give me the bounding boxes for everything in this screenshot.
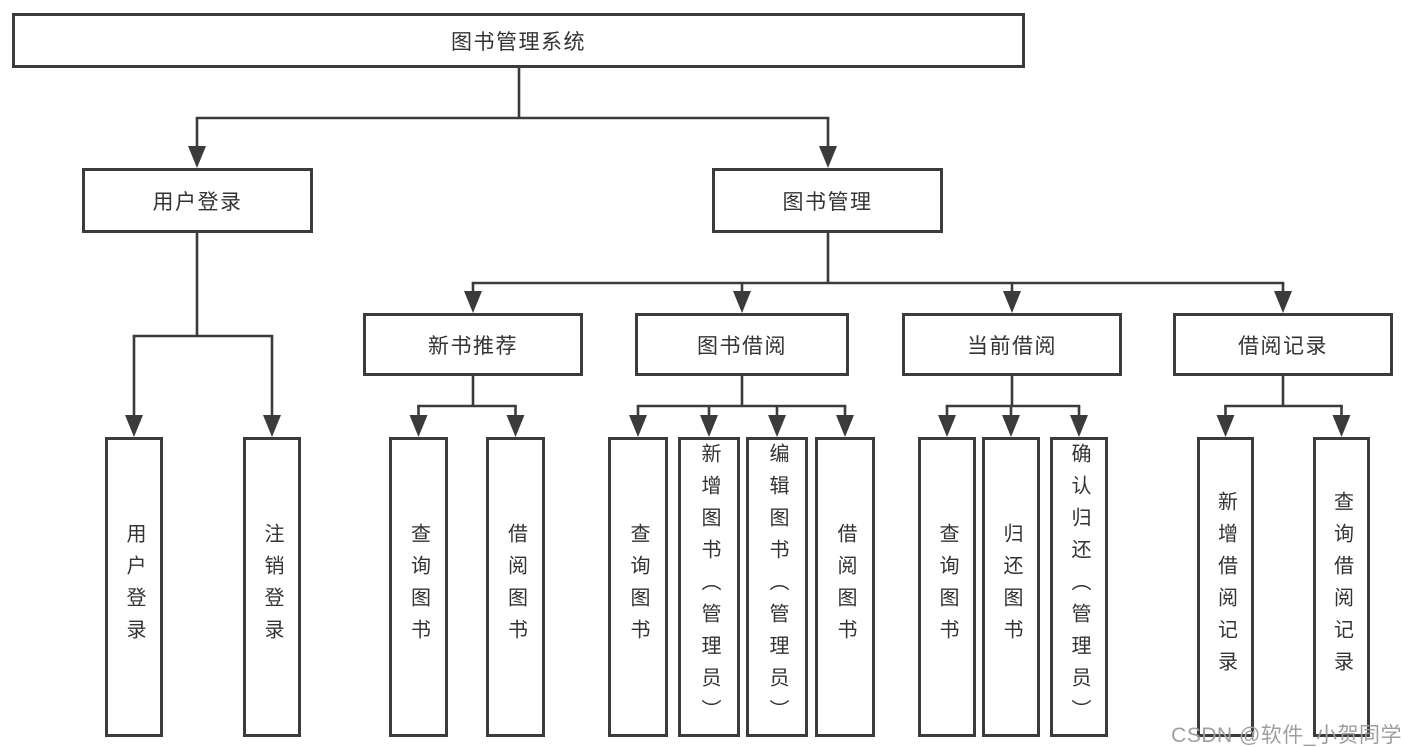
node-root-label: 图书管理系统	[451, 30, 586, 54]
leaf-borrow-query-books-label: 查询图书	[627, 523, 649, 651]
node-book-management-label: 图书管理	[782, 190, 873, 214]
connector-new-book-recommend-branch	[409, 376, 525, 437]
connector-book-borrow-branch	[629, 376, 854, 437]
node-current-borrow-label: 当前借阅	[967, 334, 1057, 358]
node-new-book-recommend-label: 新书推荐	[428, 334, 518, 358]
leaf-current-query-books: 查询图书	[918, 437, 976, 737]
leaf-borrow-edit-books-admin: 编辑图书（管理员）	[746, 437, 808, 737]
leaf-borrow-borrow-books: 借阅图书	[815, 437, 875, 737]
leaf-current-confirm-return-admin-label: 确认归还（管理员）	[1068, 443, 1090, 731]
leaf-logout: 注销登录	[243, 437, 301, 737]
leaf-borrow-add-books-admin-label: 新增图书（管理员）	[698, 443, 720, 731]
node-borrow-records: 借阅记录	[1173, 313, 1393, 376]
leaf-current-return-books: 归还图书	[982, 437, 1040, 737]
node-borrow-records-label: 借阅记录	[1238, 334, 1328, 358]
leaf-user-login: 用户登录	[105, 437, 163, 737]
leaf-user-login-label: 用户登录	[123, 523, 145, 651]
connector-root-to-level2	[188, 66, 837, 168]
leaf-borrow-borrow-books-label: 借阅图书	[834, 523, 856, 651]
connector-book-management-branch	[464, 233, 1292, 313]
connector-user-login-branch	[125, 233, 281, 437]
csdn-watermark: CSDN @软件_小贺同学	[1171, 724, 1402, 747]
leaf-borrow-edit-books-admin-label: 编辑图书（管理员）	[766, 443, 788, 731]
connector-borrow-records-branch	[1216, 376, 1351, 437]
node-user-login-label: 用户登录	[152, 190, 243, 214]
leaf-records-add-record: 新增借阅记录	[1197, 437, 1254, 737]
leaf-records-query-record: 查询借阅记录	[1313, 437, 1370, 737]
leaf-borrow-add-books-admin: 新增图书（管理员）	[678, 437, 740, 737]
leaf-borrow-query-books: 查询图书	[608, 437, 668, 737]
node-root: 图书管理系统	[12, 13, 1025, 68]
node-book-management: 图书管理	[712, 168, 943, 233]
leaf-logout-label: 注销登录	[261, 523, 283, 651]
leaf-current-confirm-return-admin: 确认归还（管理员）	[1050, 437, 1108, 737]
node-user-login: 用户登录	[82, 168, 313, 233]
connector-current-borrow-branch	[938, 376, 1088, 437]
node-new-book-recommend: 新书推荐	[363, 313, 583, 376]
leaf-recommend-query-books-label: 查询图书	[407, 523, 430, 651]
leaf-records-query-record-label: 查询借阅记录	[1330, 491, 1353, 683]
leaf-current-return-books-label: 归还图书	[1000, 523, 1022, 651]
node-book-borrow: 图书借阅	[635, 313, 849, 376]
leaf-records-add-record-label: 新增借阅记录	[1214, 491, 1237, 683]
leaf-recommend-borrow-books: 借阅图书	[486, 437, 545, 737]
leaf-recommend-borrow-books-label: 借阅图书	[504, 523, 527, 651]
leaf-recommend-query-books: 查询图书	[389, 437, 448, 737]
leaf-current-query-books-label: 查询图书	[936, 523, 958, 651]
node-current-borrow: 当前借阅	[902, 313, 1122, 376]
node-book-borrow-label: 图书借阅	[697, 334, 787, 358]
